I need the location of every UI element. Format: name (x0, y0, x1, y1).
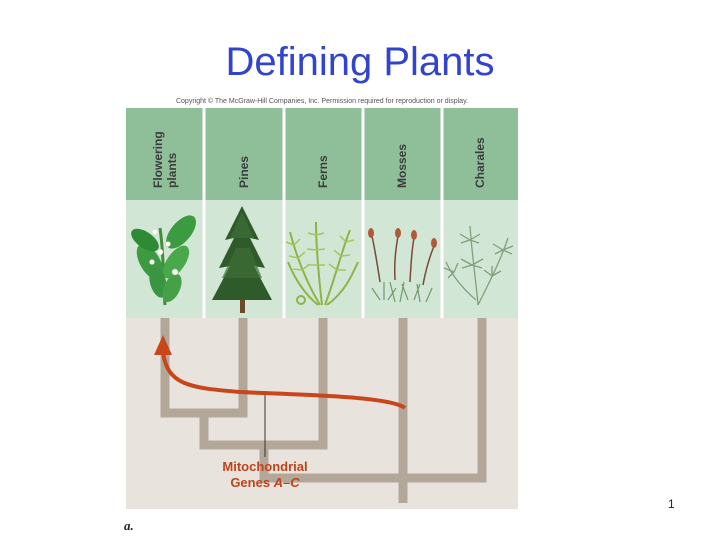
annotation-line1: Mitochondrial (222, 459, 307, 474)
panel-letter: a. (124, 518, 134, 533)
slide-title: Defining Plants (225, 40, 495, 84)
pine-tree-illustration (212, 206, 272, 313)
group-label-ferns: Ferns (316, 155, 330, 188)
group-label-mosses: Mosses (395, 144, 409, 188)
annotation-line2: Genes A–C (230, 475, 300, 490)
header-band (126, 108, 518, 200)
group-label-charales: Charales (473, 137, 487, 188)
charales-illustration (443, 225, 514, 306)
moss-illustration (368, 228, 437, 303)
group-label-flowering-line2: plants (165, 152, 179, 188)
flowering-plant-illustration (131, 215, 196, 306)
column-dividers (202, 108, 444, 318)
page-number: 1 (668, 497, 675, 511)
copyright-notice: Copyright © The McGraw-Hill Companies, I… (175, 98, 468, 105)
group-label-flowering-line1: Flowering (151, 131, 165, 188)
fern-illustration (285, 221, 359, 306)
gene-loss-arrow (154, 335, 407, 410)
group-label-pines: Pines (237, 156, 251, 188)
